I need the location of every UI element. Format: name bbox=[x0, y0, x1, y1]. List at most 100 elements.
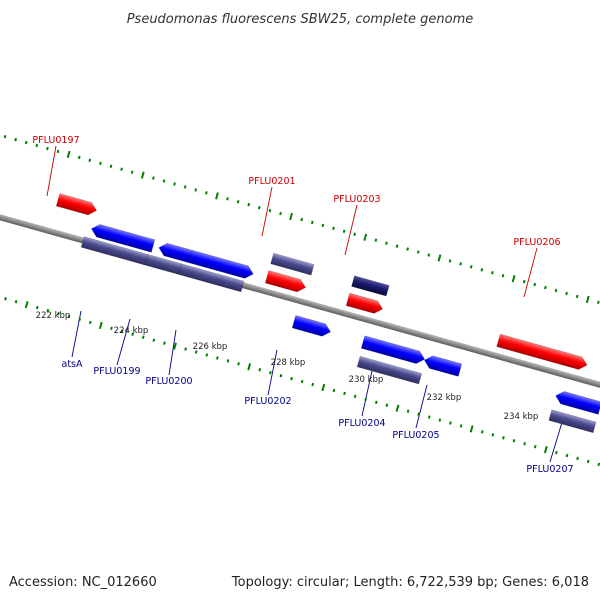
tick-mark-bottom bbox=[110, 326, 113, 331]
tick-mark-top bbox=[109, 164, 113, 168]
gene-label[interactable]: PFLU0204 bbox=[338, 418, 385, 429]
tick-mark-bottom bbox=[216, 356, 219, 360]
tick-mark-bottom bbox=[512, 439, 516, 443]
leader-line bbox=[46, 145, 57, 197]
gene-label[interactable]: atsA bbox=[62, 359, 83, 370]
ruler-label: 226 kbp bbox=[193, 342, 228, 352]
gene-block bbox=[548, 409, 597, 434]
tick-mark-top bbox=[289, 212, 294, 221]
tick-mark-bottom bbox=[555, 450, 558, 455]
tick-mark-top bbox=[448, 259, 452, 263]
tick-mark-top bbox=[491, 271, 494, 275]
gene-label[interactable]: PFLU0203 bbox=[333, 194, 380, 205]
ruler-label: 230 kbp bbox=[349, 375, 384, 385]
leader-line bbox=[261, 186, 273, 237]
tick-mark-bottom bbox=[543, 445, 548, 454]
genome-backbone bbox=[0, 203, 600, 404]
tick-mark-top bbox=[416, 250, 420, 254]
tick-mark-bottom bbox=[46, 308, 50, 313]
forward-cds bbox=[55, 193, 97, 216]
tick-mark-top bbox=[247, 202, 251, 207]
tick-mark-top bbox=[279, 211, 282, 216]
tick-mark-bottom bbox=[184, 347, 187, 351]
tick-mark-top bbox=[88, 158, 92, 163]
leader-line bbox=[523, 247, 538, 298]
tick-mark-bottom bbox=[120, 329, 124, 334]
tick-mark-bottom bbox=[300, 379, 304, 384]
tick-mark-bottom bbox=[57, 311, 60, 316]
forward-cds bbox=[345, 292, 384, 314]
tick-mark-top bbox=[46, 146, 49, 151]
tick-mark-top bbox=[226, 197, 229, 201]
tick-mark-bottom bbox=[163, 341, 166, 345]
tick-mark-top bbox=[459, 262, 463, 266]
tick-mark-bottom bbox=[226, 359, 230, 363]
gene-label[interactable]: PFLU0200 bbox=[145, 376, 192, 387]
gene-label[interactable]: PFLU0202 bbox=[244, 396, 291, 407]
ruler-labels: 222 kbp 224 kbp 226 kbp 228 kbp 230 kbp … bbox=[36, 311, 539, 422]
gene-block bbox=[351, 275, 390, 297]
tick-mark-top bbox=[597, 300, 600, 305]
tick-mark-top bbox=[469, 265, 473, 269]
tick-mark-top bbox=[215, 192, 219, 200]
tick-mark-top bbox=[575, 294, 579, 299]
ruler-label: 222 kbp bbox=[36, 311, 71, 321]
tick-mark-bottom bbox=[35, 305, 39, 310]
gene-label[interactable]: PFLU0199 bbox=[93, 366, 140, 377]
tick-mark-top bbox=[363, 233, 368, 241]
tick-mark-bottom bbox=[491, 433, 495, 437]
tick-mark-top bbox=[300, 217, 304, 222]
tick-mark-top bbox=[14, 137, 18, 142]
gene-label[interactable]: PFLU0205 bbox=[392, 430, 439, 441]
tick-mark-bottom bbox=[449, 421, 452, 425]
gene-label[interactable]: PFLU0197 bbox=[32, 135, 79, 146]
tick-mark-bottom bbox=[141, 335, 145, 339]
tick-mark-top bbox=[544, 285, 547, 290]
tick-mark-top bbox=[332, 226, 335, 231]
leader-line bbox=[116, 318, 131, 366]
genome-summary-text: Topology: circular; Length: 6,722,539 bp… bbox=[231, 575, 589, 590]
tick-mark-bottom bbox=[353, 394, 357, 399]
tick-mark-bottom bbox=[395, 404, 400, 412]
reverse-gene-labels: atsA PFLU0199 PFLU0200 PFLU0202 PFLU0204… bbox=[62, 359, 574, 475]
tick-mark-top bbox=[565, 291, 568, 296]
tick-mark-bottom bbox=[364, 397, 368, 402]
tick-mark-bottom bbox=[343, 391, 346, 396]
tick-mark-bottom bbox=[374, 400, 378, 405]
leader-line bbox=[267, 349, 278, 396]
tick-mark-top bbox=[66, 150, 71, 159]
tick-mark-bottom bbox=[290, 376, 293, 381]
ruler-label: 224 kbp bbox=[114, 326, 149, 336]
tick-mark-bottom bbox=[152, 338, 156, 342]
gene-block bbox=[270, 252, 315, 276]
tick-mark-bottom bbox=[194, 350, 198, 354]
tick-mark-top bbox=[3, 134, 7, 139]
tick-mark-top bbox=[522, 279, 526, 284]
tick-mark-top bbox=[204, 191, 208, 195]
leader-line bbox=[415, 384, 428, 429]
reverse-cds bbox=[158, 242, 193, 264]
tick-mark-bottom bbox=[332, 388, 336, 393]
gene-label[interactable]: PFLU0206 bbox=[513, 237, 560, 248]
tick-mark-bottom bbox=[417, 412, 421, 416]
tick-mark-top bbox=[236, 200, 240, 204]
gene-label[interactable]: PFLU0207 bbox=[526, 464, 573, 475]
tick-mark-bottom bbox=[88, 320, 92, 325]
tick-mark-bottom bbox=[597, 462, 600, 467]
accession-text: Accession: NC_012660 bbox=[9, 575, 157, 590]
tick-mark-top bbox=[152, 176, 155, 180]
tick-mark-bottom bbox=[247, 363, 252, 371]
reverse-cds bbox=[555, 391, 600, 415]
reverse-cds bbox=[188, 249, 254, 279]
feature-track bbox=[55, 193, 600, 434]
leader-line bbox=[71, 310, 82, 358]
tick-mark-top bbox=[257, 205, 261, 210]
reverse-cds bbox=[360, 335, 426, 364]
tick-mark-bottom bbox=[78, 317, 82, 322]
tick-mark-top bbox=[56, 149, 60, 154]
reverse-cds bbox=[423, 355, 463, 377]
tick-mark-bottom bbox=[438, 418, 442, 422]
tick-mark-top bbox=[437, 254, 442, 262]
gene-label[interactable]: PFLU0201 bbox=[248, 176, 295, 187]
tick-mark-top bbox=[77, 155, 81, 160]
